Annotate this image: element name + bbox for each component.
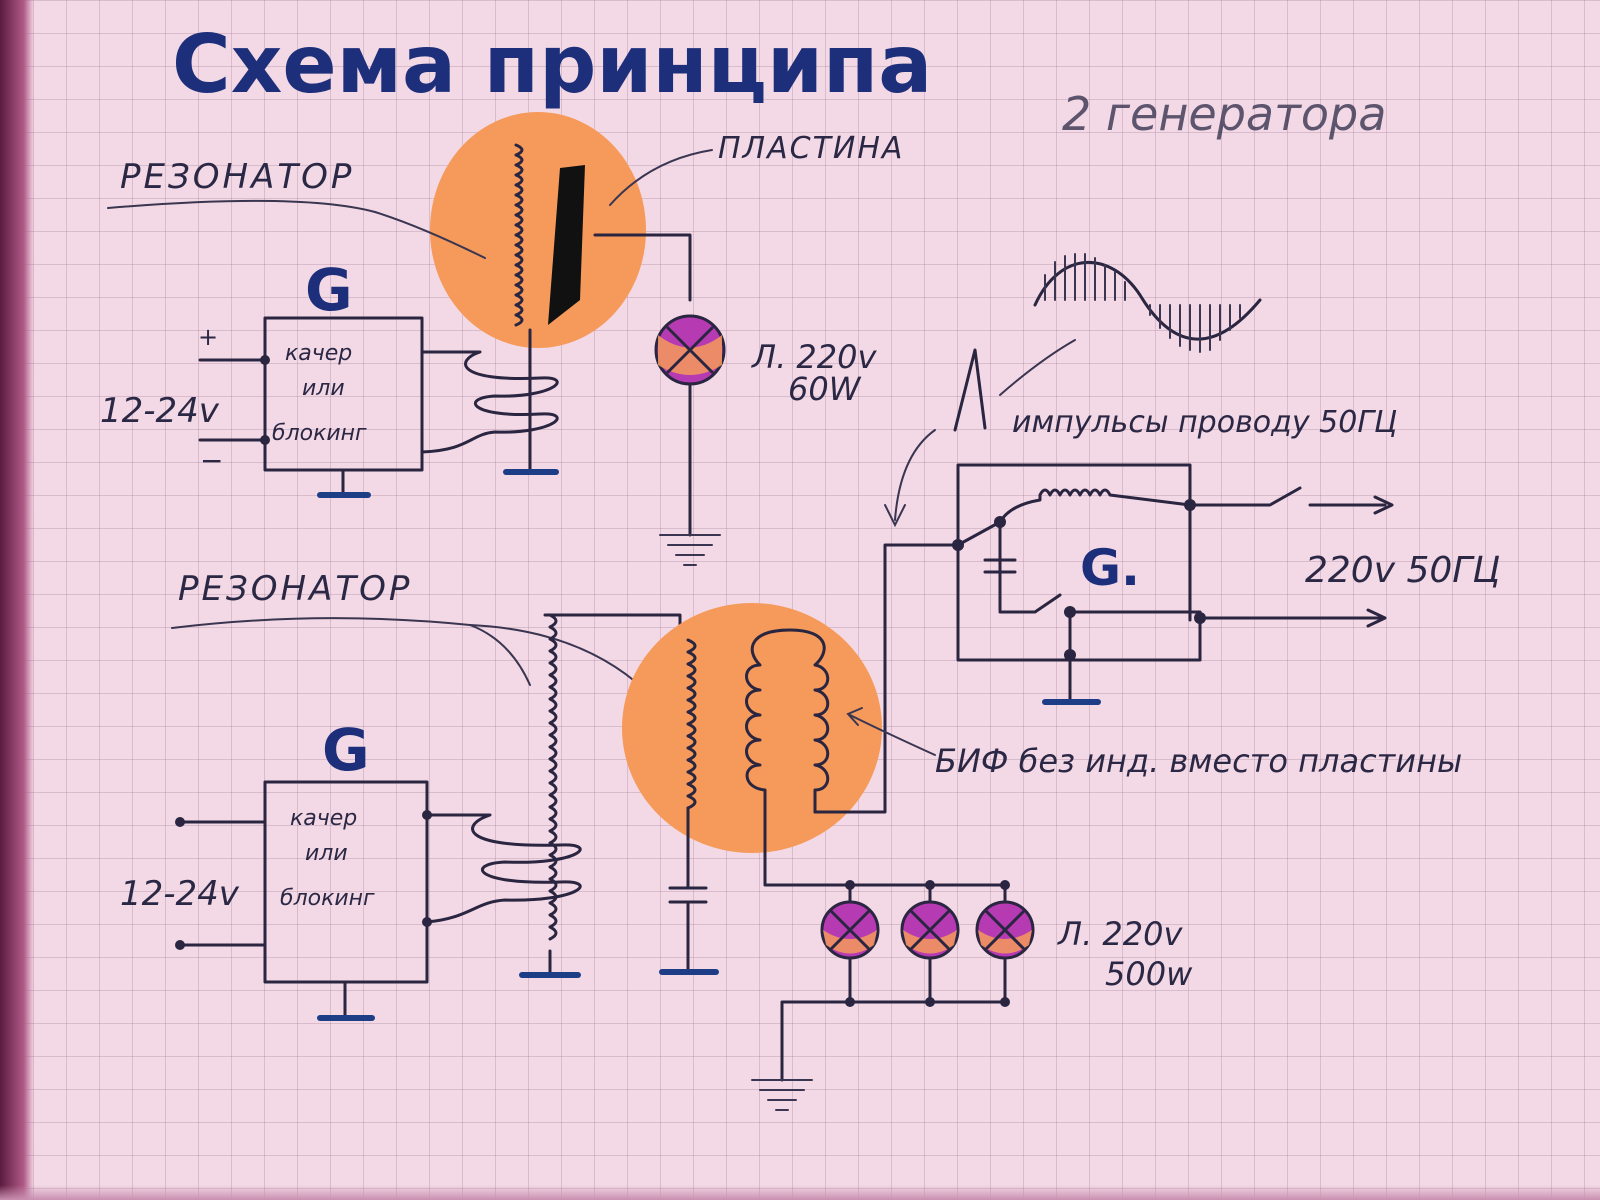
lamp-return-wire (780, 1000, 1007, 1082)
top-resonator-coil (514, 143, 524, 327)
junction-dot (1064, 649, 1076, 661)
leader-sine (999, 339, 1076, 396)
bottom-generator-line1: качер (290, 806, 357, 831)
junction-dot (1000, 880, 1010, 890)
leader-pulses (894, 429, 936, 521)
label-lamp-top-1: Л. 220v (751, 338, 877, 376)
top-earth-ground-icon (659, 534, 721, 566)
leader-resonator-bottom-1 (171, 617, 531, 686)
label-resonator-top: РЕЗОНАТОР (120, 157, 354, 197)
bottom-earth-ground-icon (751, 1079, 813, 1111)
output-arrow-top-icon (1373, 495, 1394, 515)
converter-internal-wire (956, 520, 1002, 547)
diagram-title: Схема принципа (172, 18, 932, 111)
junction-dot (845, 880, 855, 890)
top-primary-coil (420, 350, 559, 454)
top-gen-plus-sign: + (198, 323, 218, 351)
arrow-head-icon (846, 707, 863, 726)
bottom-generator-line3: блокинг (280, 886, 375, 911)
bottom-capacitor-icon (668, 886, 708, 904)
bif-highlight (622, 603, 882, 853)
top-generator-line3: блокинг (272, 421, 367, 446)
junction-dot (994, 516, 1006, 528)
diagram-subtitle: 2 генератора (1062, 87, 1386, 141)
lamp-group (820, 883, 1035, 1004)
bottom-gen-voltage: 12-24v (120, 874, 240, 914)
label-lamps-bottom-1: Л. 220v (1057, 915, 1183, 953)
label-lamps-bottom-2: 500w (1105, 955, 1193, 993)
pulse-symbol (953, 348, 987, 432)
bottom-generator-symbol: G (322, 716, 370, 784)
label-resonator-bottom: РЕЗОНАТОР (178, 569, 412, 609)
leader-resonator-bottom-2 (469, 624, 646, 691)
output-switch-icon (1188, 486, 1387, 507)
output-arrow-bottom-icon (1366, 608, 1387, 628)
plate-electrode (548, 165, 585, 325)
bottom-secondary-coil (686, 638, 697, 810)
terminal-dot (175, 940, 185, 950)
pulse-sine-wave (1033, 253, 1262, 353)
paper-edge-bottom (0, 1185, 1600, 1200)
arrow-head-icon (884, 504, 906, 528)
junction-dot (1064, 606, 1076, 618)
top-lamp-cross (666, 326, 714, 374)
converter-symbol: G. (1080, 539, 1140, 597)
junction-dot (952, 539, 964, 551)
leader-resonator-top (107, 199, 486, 259)
top-generator-line1: качер (285, 341, 352, 366)
terminal-dot (260, 355, 270, 365)
leader-plate (609, 149, 713, 206)
terminal-dot (260, 435, 270, 445)
junction-dot (925, 880, 935, 890)
label-bif: БИФ без инд. вместо пластины (935, 742, 1462, 780)
label-plate: ПЛАСТИНА (718, 131, 904, 166)
label-pulses: импульсы проводу 50ГЦ (1012, 405, 1397, 440)
paper-edge-left (0, 0, 34, 1200)
leader-bif (849, 714, 936, 756)
label-lamp-top-2: 60W (788, 370, 862, 408)
bottom-resonator-top-wire (543, 613, 682, 642)
terminal-dot (175, 817, 185, 827)
bif-coil (745, 628, 830, 814)
converter-capacitor-icon (983, 558, 1017, 574)
top-resonator-highlight (430, 112, 646, 348)
bottom-resonator-coil (548, 613, 558, 941)
converter-frame (956, 463, 1202, 662)
top-generator-symbol: G (305, 256, 353, 324)
top-generator-line2: или (302, 376, 345, 401)
plate-wire (593, 233, 692, 302)
converter-inductor (998, 488, 1192, 524)
top-gen-minus-sign: − (200, 444, 223, 477)
top-gen-voltage: 12-24v (100, 391, 220, 431)
bottom-primary-coil (425, 813, 582, 924)
label-output: 220v 50ГЦ (1305, 550, 1500, 591)
bif-output-wire (813, 543, 892, 814)
converter-switch-icon (998, 593, 1202, 614)
bottom-generator-line2: или (305, 841, 348, 866)
